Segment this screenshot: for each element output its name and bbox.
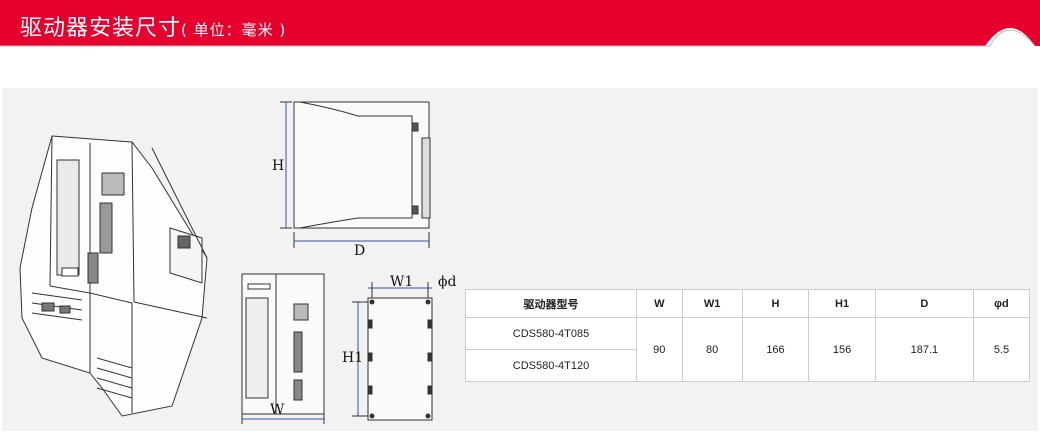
title-text: 驱动器安装尺寸 [20, 16, 182, 41]
header-h: H [741, 289, 810, 318]
header-h1: H1 [808, 289, 876, 318]
spec-table: 驱动器型号 W W1 H H1 D φd CDS580-4T085 90 80 … [465, 289, 1031, 382]
page-title: 驱动器安装尺寸( 单位：毫米 ) [20, 10, 286, 42]
front-view-drawing [241, 273, 325, 424]
dimension-h-label: H [272, 158, 285, 174]
header-d: D [874, 289, 974, 318]
header-model: 驱动器型号 [465, 289, 637, 318]
table-row: CDS580-4T085 90 80 166 156 187.1 5.5 [465, 317, 1031, 382]
table-row: CDS580-4T120 [465, 349, 1030, 382]
value-h1: 156 [808, 317, 876, 382]
header-phi-d: φd [972, 289, 1031, 318]
value-w1: 80 [681, 317, 743, 382]
model-cell: CDS580-4T085 [465, 317, 637, 350]
dimension-w-label: W [270, 402, 285, 418]
dimension-h1-label: H1 [342, 350, 364, 366]
value-d: 187.1 [874, 317, 974, 382]
model-cell: CDS580-4T120 [465, 349, 637, 382]
value-h: 166 [741, 317, 810, 382]
unit-text: ( 单位：毫米 ) [181, 21, 287, 39]
banner-shape [0, 0, 1040, 47]
value-w: 90 [636, 317, 683, 382]
value-phi-d: 5.5 [972, 317, 1031, 382]
table-header-row: 驱动器型号 W W1 H H1 D φd [465, 289, 1031, 318]
side-view-drawing [280, 101, 431, 248]
header-w: W [636, 289, 683, 318]
header-banner: 驱动器安装尺寸( 单位：毫米 ) [0, 0, 1040, 50]
dimension-phi-d-label: ϕd [438, 274, 457, 290]
dimension-w1-label: W1 [390, 274, 414, 290]
mounting-view-drawing [352, 282, 433, 421]
dimension-d-label: D [354, 243, 366, 259]
header-w1: W1 [681, 289, 743, 318]
technical-drawings [19, 101, 433, 424]
isometric-drive-illustration [19, 135, 208, 417]
